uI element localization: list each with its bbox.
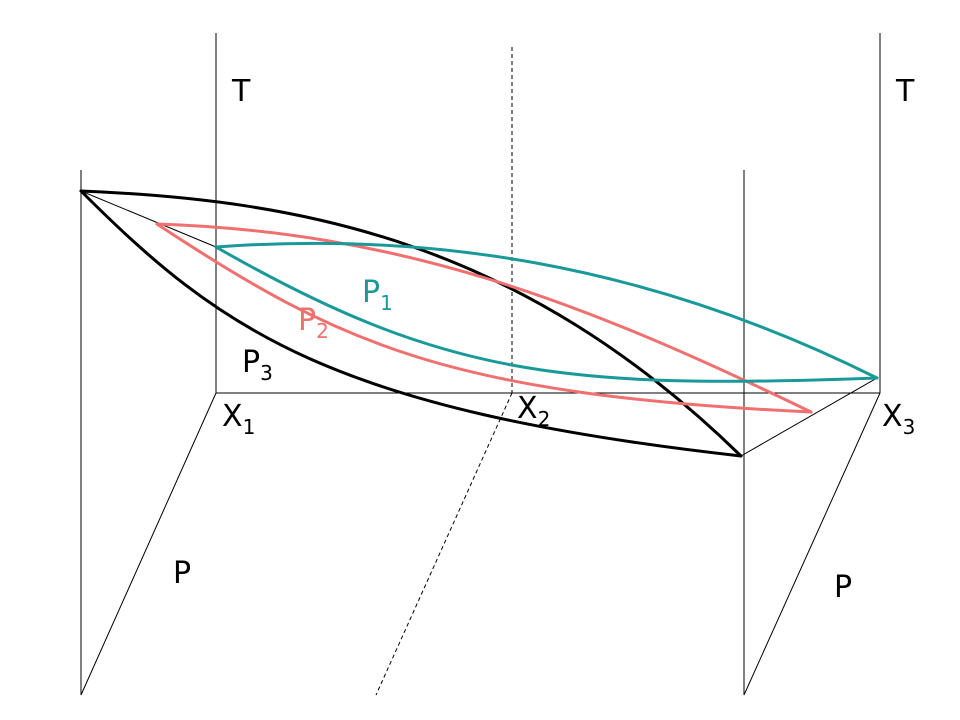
- left-melting-point-line: [80, 190, 217, 248]
- p3-label: P3: [242, 345, 273, 385]
- p1-liquidus-curve: [214, 241, 879, 380]
- x2-label: X2: [517, 391, 550, 431]
- p-axis-right: [743, 392, 881, 696]
- t-label-right: T: [895, 74, 915, 109]
- p-label-right: P: [834, 570, 852, 605]
- right-melting-point-line: [740, 377, 878, 457]
- p-axis-left: [80, 392, 217, 696]
- p-label-left: P: [173, 556, 191, 591]
- p3-liquidus-curve: [79, 189, 743, 458]
- p2-liquidus-curve: [155, 222, 813, 414]
- p2-solidus-curve: [155, 222, 813, 414]
- x1-label: X1: [222, 399, 255, 439]
- mid-p-line: [375, 392, 513, 696]
- t-label-left: T: [231, 74, 251, 109]
- p1-label: P1: [362, 275, 393, 315]
- p2-label: P2: [298, 303, 329, 343]
- p1-solidus-curve: [214, 245, 879, 383]
- x3-label: X3: [882, 399, 915, 439]
- p3-solidus-curve: [79, 189, 743, 458]
